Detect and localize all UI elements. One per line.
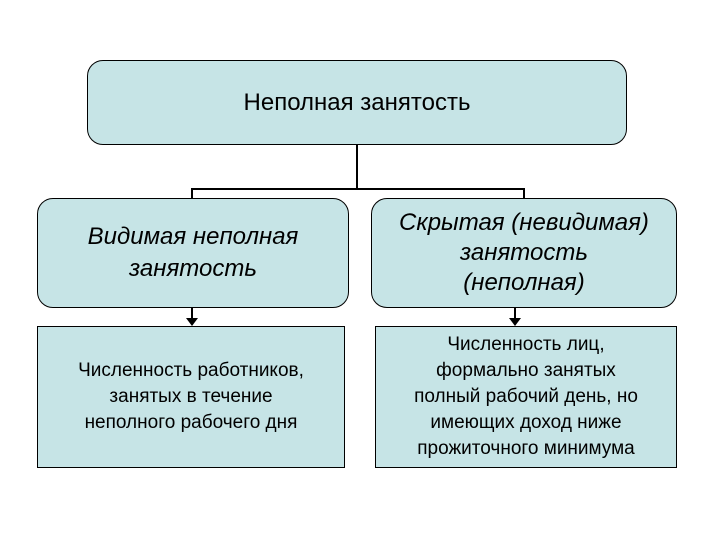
visible-underemployment-description: Численность работников, занятых в течени… bbox=[78, 360, 304, 433]
visible-underemployment-description-box: Численность работников, занятых в течени… bbox=[37, 326, 345, 468]
right-branch-drop bbox=[523, 188, 525, 198]
left-down-arrow bbox=[186, 308, 198, 326]
hidden-underemployment-label: Скрытая (невидимая) занятость (неполная) bbox=[399, 209, 649, 296]
visible-underemployment-box: Видимая неполная занятость bbox=[37, 198, 349, 308]
root-connector-stem bbox=[356, 145, 358, 190]
hidden-underemployment-description: Численность лиц, формально занятых полны… bbox=[414, 334, 638, 459]
hidden-underemployment-description-box: Численность лиц, формально занятых полны… bbox=[375, 326, 677, 468]
root-node-label: Неполная занятость bbox=[243, 88, 471, 116]
right-down-arrow bbox=[509, 308, 521, 326]
branch-connector-bar bbox=[191, 188, 525, 190]
hidden-underemployment-box: Скрытая (невидимая) занятость (неполная) bbox=[371, 198, 677, 308]
visible-underemployment-label: Видимая неполная занятость bbox=[87, 223, 299, 282]
left-branch-drop bbox=[191, 188, 193, 198]
root-node-box: Неполная занятость bbox=[87, 60, 627, 145]
